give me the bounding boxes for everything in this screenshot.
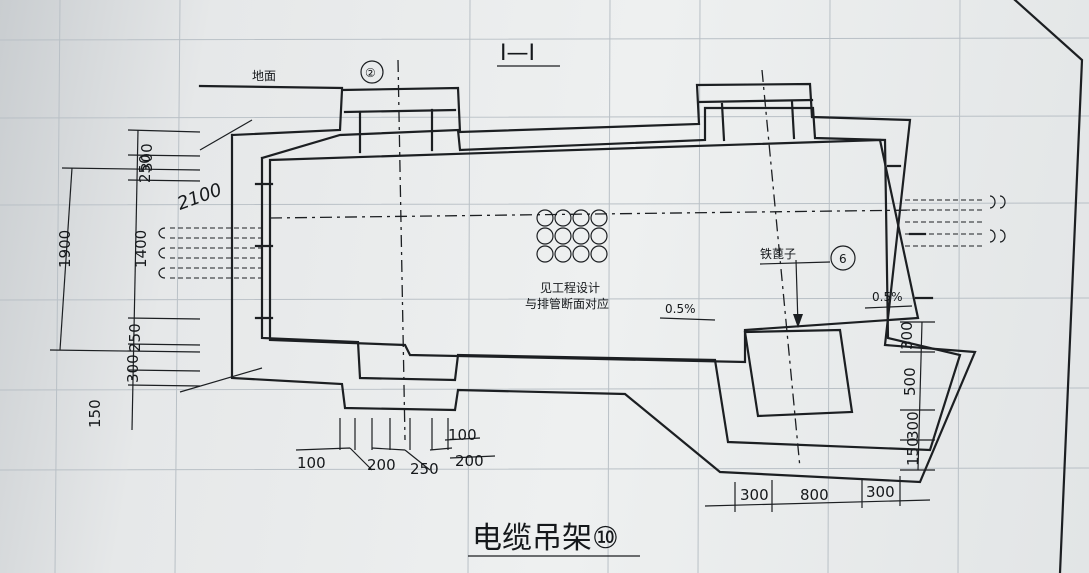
- diameter-label: 2100: [175, 179, 225, 214]
- dim-rv-500: 500: [901, 367, 919, 396]
- right-pipe-stubs: [905, 195, 1006, 247]
- dim-left-300: 300: [138, 143, 156, 172]
- slope-left-line: [659, 317, 716, 321]
- outer-wall: [230, 82, 977, 484]
- centre-line-horizontal: [269, 209, 921, 219]
- dim-bottom-100-right: 100: [448, 426, 477, 444]
- cable-brackets: [254, 164, 934, 320]
- shaft-left: [358, 108, 434, 154]
- dim-left-250-top: 250: [136, 154, 154, 183]
- note-line-2: 与排管断面对应: [525, 296, 609, 311]
- dim-right-800: 800: [800, 486, 829, 504]
- main-chamber: [268, 138, 920, 364]
- grate-arrowhead: [793, 314, 803, 328]
- ground-label: 地面: [252, 69, 276, 83]
- sheet-border: [1013, 0, 1084, 573]
- dim-bottom-200-left: 200: [367, 456, 396, 474]
- slope-right-label: 0.5%: [872, 290, 903, 304]
- dim-left-150: 150: [86, 399, 104, 428]
- shaft-right-slab: [698, 98, 814, 104]
- ground-line: [198, 84, 344, 90]
- dim-bottom-250: 250: [410, 460, 439, 478]
- callout-6: 6: [839, 252, 847, 266]
- footer-title: 电缆吊架⑩: [472, 521, 619, 556]
- callout-6-circle: [830, 245, 856, 271]
- dim-left-300-bottom: 300: [124, 354, 142, 383]
- dim-left-1400: 1400: [132, 230, 150, 268]
- dim-rv-300-top: 300: [898, 321, 916, 350]
- section-title: I—I: [500, 41, 535, 66]
- inner-wall: [260, 106, 962, 452]
- dim-left-250-bottom: 250: [126, 323, 144, 352]
- grate-label-line: [759, 261, 831, 265]
- centre-line-right-vertical: [761, 69, 801, 469]
- bottom-centre-dimension-chain: [295, 418, 496, 471]
- slope-left-label: 0.5%: [665, 302, 696, 316]
- left-pipe-stubs: [158, 227, 262, 279]
- shaft-right: [720, 100, 796, 142]
- break-line-top-left: [199, 119, 253, 151]
- cable-duct-bank: [536, 209, 608, 263]
- dim-rv-300-bottom: 300: [904, 411, 922, 440]
- iron-grate-label: 铁蓖子: [760, 247, 796, 261]
- dim-right-300-a: 300: [740, 486, 769, 504]
- dim-rv-150: 150: [904, 437, 922, 466]
- break-line-bottom-left: [179, 367, 263, 393]
- dim-bottom-200-right: 200: [455, 452, 484, 470]
- dim-left-1900: 1900: [56, 230, 74, 268]
- left-dimension-chain: [49, 129, 201, 431]
- shaft-left-slab: [343, 108, 457, 114]
- bottom-right-dimension-chain: [704, 476, 931, 512]
- dim-right-300-b: 300: [866, 483, 895, 501]
- right-dimension-chain: [900, 321, 935, 471]
- callout-2: ②: [365, 66, 376, 80]
- sump-pit: [743, 328, 854, 418]
- dim-bottom-100-left: 100: [297, 454, 326, 472]
- callout-2-circle: [360, 60, 384, 84]
- slope-right-line: [864, 305, 913, 309]
- note-line-1: 见工程设计: [540, 280, 600, 295]
